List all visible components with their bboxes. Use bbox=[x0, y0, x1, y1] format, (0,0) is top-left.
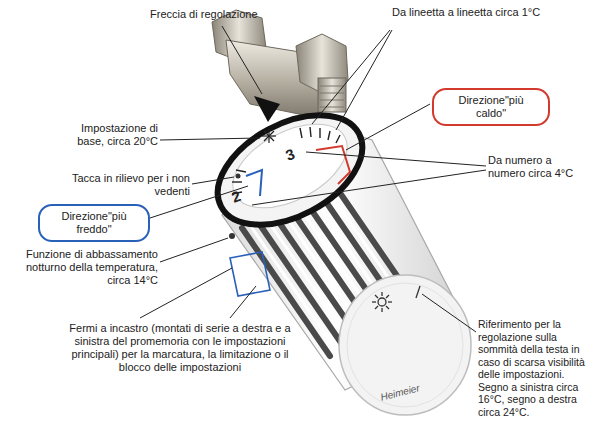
callout-label: Freccia di regolazione bbox=[150, 8, 290, 21]
direction-text: Direzione"più freddo" bbox=[48, 210, 140, 236]
callout-label: Da lineetta a lineetta circa 1°C bbox=[392, 6, 562, 19]
leader-lines bbox=[140, 26, 486, 332]
callout-label: Da numero a numero circa 4°C bbox=[488, 154, 588, 180]
callout-label: Riferimento per la regolazione sulla som… bbox=[478, 318, 596, 418]
direction-text: Direzione"più caldo" bbox=[442, 94, 540, 120]
callout-label: Funzione di abbassamento notturno della … bbox=[4, 248, 158, 287]
callout-label: Fermi a incastro (montati di serie a des… bbox=[56, 322, 304, 374]
direction-box: Direzione"più freddo" bbox=[38, 204, 150, 242]
valve-body bbox=[212, 10, 348, 118]
callout-label: Impostazione di base, circa 20°C bbox=[56, 122, 158, 148]
direction-box: Direzione"più caldo" bbox=[432, 88, 550, 126]
callout-label: Tacca in rilievo per i non vedenti bbox=[56, 172, 190, 198]
